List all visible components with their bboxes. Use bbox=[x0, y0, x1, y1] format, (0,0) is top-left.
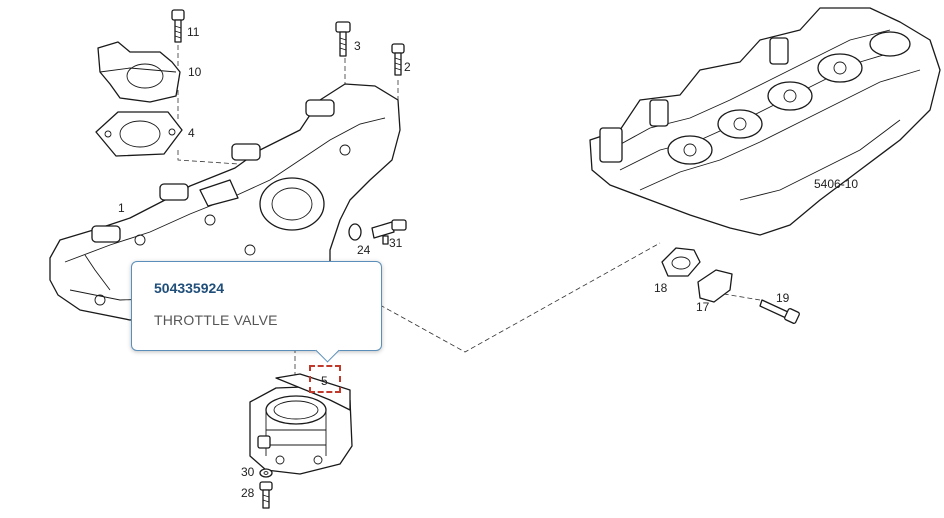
callout-31[interactable]: 31 bbox=[389, 236, 403, 250]
flange bbox=[97, 41, 181, 103]
tooltip-part-description: THROTTLE VALVE bbox=[154, 312, 278, 328]
o-ring-24 bbox=[348, 223, 362, 241]
callout-11[interactable]: 11 bbox=[187, 25, 200, 39]
callout-30[interactable]: 30 bbox=[241, 465, 255, 479]
callout-17[interactable]: 17 bbox=[696, 300, 710, 314]
sensor-31 bbox=[371, 219, 407, 245]
part-tooltip: 504335924 THROTTLE VALVE bbox=[131, 261, 382, 363]
callout-18[interactable]: 18 bbox=[654, 281, 668, 295]
screw-11 bbox=[171, 9, 185, 43]
callout-3[interactable]: 3 bbox=[354, 39, 361, 53]
gasket-18 bbox=[661, 247, 701, 277]
diagram-reference-code: 5406-10 bbox=[814, 177, 858, 191]
callout-1[interactable]: 1 bbox=[118, 201, 125, 215]
callout-28[interactable]: 28 bbox=[241, 486, 255, 500]
callout-19[interactable]: 19 bbox=[776, 291, 790, 305]
callout-labels: 11 10 4 3 2 1 24 31 18 17 19 30 28 5 540… bbox=[118, 25, 858, 500]
cylinder-head bbox=[589, 7, 941, 236]
gasket bbox=[95, 111, 183, 157]
callout-5[interactable]: 5 bbox=[321, 374, 328, 388]
callout-24[interactable]: 24 bbox=[357, 243, 371, 257]
screw-28 bbox=[259, 481, 273, 509]
washer-30 bbox=[259, 468, 273, 478]
tooltip-part-number[interactable]: 504335924 bbox=[154, 280, 225, 296]
callout-4[interactable]: 4 bbox=[188, 126, 195, 140]
callout-2[interactable]: 2 bbox=[404, 60, 411, 74]
callout-10[interactable]: 10 bbox=[188, 65, 202, 79]
screw-3 bbox=[335, 21, 351, 57]
screw-19 bbox=[759, 299, 800, 324]
cover-plate-17 bbox=[697, 269, 733, 303]
callout-5-hotspot[interactable] bbox=[309, 365, 341, 393]
screw-2 bbox=[391, 43, 405, 76]
